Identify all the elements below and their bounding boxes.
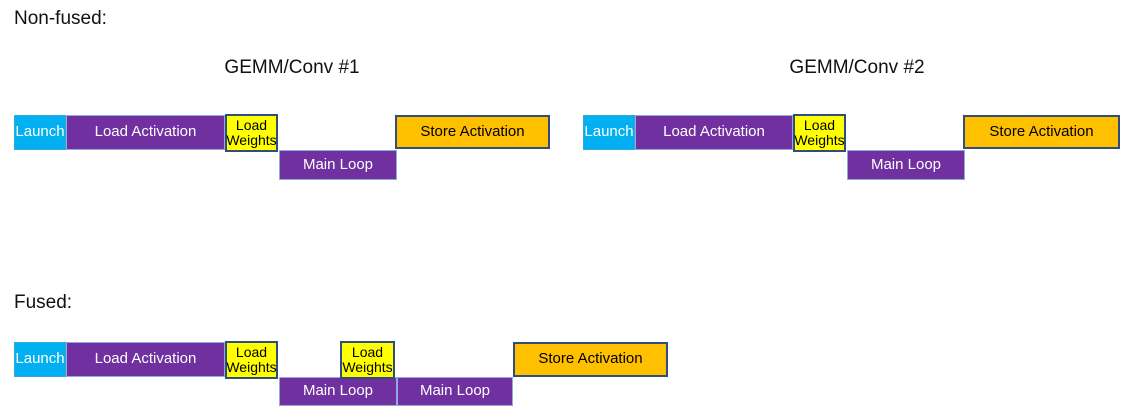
store-activation-block: Store Activation — [395, 115, 550, 149]
main-loop-block: Main Loop — [847, 150, 965, 180]
load-activation-block: Load Activation — [66, 115, 225, 150]
load-activation-block: Load Activation — [635, 115, 793, 150]
section-label-fused: Fused: — [14, 292, 73, 313]
launch-block: Launch — [14, 342, 66, 377]
main-loop-block: Main Loop — [279, 150, 397, 180]
gemm-conv-1-header: GEMM/Conv #1 — [224, 57, 360, 78]
launch-block: Launch — [14, 115, 66, 150]
section-label-non-fused: Non-fused: — [14, 8, 107, 29]
gemm-conv-2-header: GEMM/Conv #2 — [789, 57, 925, 78]
store-activation-block: Store Activation — [513, 342, 668, 377]
main-loop-block: Main Loop — [279, 377, 397, 406]
load-weights-block: Load Weights — [793, 114, 846, 152]
load-weights-block: Load Weights — [340, 341, 395, 379]
store-activation-block: Store Activation — [963, 115, 1120, 149]
launch-block: Launch — [583, 115, 635, 150]
load-weights-block: Load Weights — [225, 341, 278, 379]
load-weights-block: Load Weights — [225, 114, 278, 152]
main-loop-block: Main Loop — [397, 377, 513, 406]
load-activation-block: Load Activation — [66, 342, 225, 377]
